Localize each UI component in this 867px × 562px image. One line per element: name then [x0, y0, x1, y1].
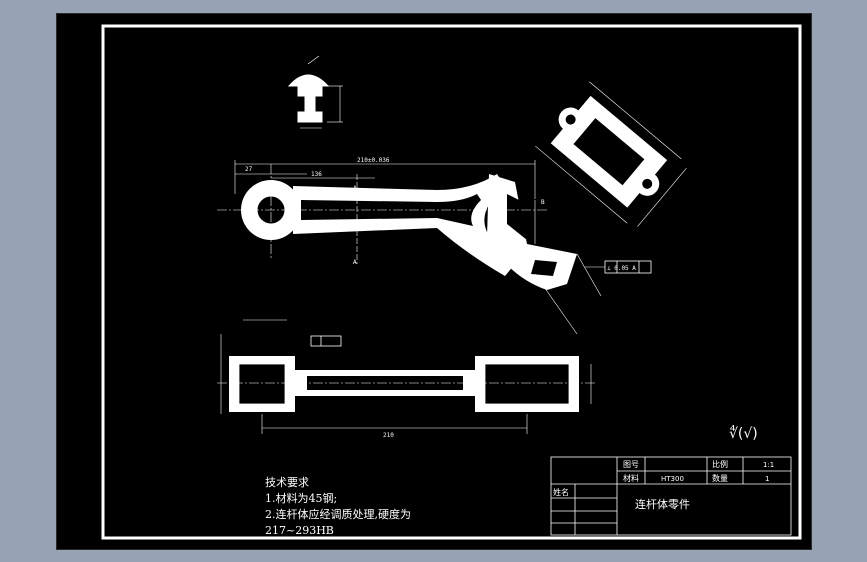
drawing-sheet: 210±0.036 27 136 A A B ⊥ 0.05 A Ø70.5 [56, 13, 812, 550]
auxiliary-view: Ø70.5 [535, 81, 687, 227]
dim-big-end-offset: 27 [245, 166, 253, 173]
section-label-a-bottom: A [353, 259, 357, 266]
section-label-a-top: A [353, 185, 357, 192]
drawing-border [101, 24, 802, 540]
dim-top-offset: 136 [311, 171, 322, 178]
tech-req-item-1: 1.材料为45钢; [265, 491, 337, 505]
tb-label-name: 姓名 [553, 487, 569, 497]
tech-req-item-3: 217~293HB [265, 524, 334, 537]
rod-plan-view: 210 [217, 319, 597, 439]
surface-finish-note: ∜(√) [729, 425, 758, 442]
rod-shank [293, 174, 515, 276]
tb-label-drawing-no: 图号 [623, 460, 639, 469]
datum-label-b: B [541, 199, 545, 206]
title-block [550, 456, 792, 536]
tb-material-value: HT300 [661, 475, 684, 483]
tb-scale-value: 1:1 [763, 461, 774, 469]
dim-main-span: 210±0.036 [357, 157, 390, 164]
tb-quantity-value: 1 [765, 475, 769, 483]
dim-bottom-length: 210 [383, 432, 394, 439]
tb-label-quantity: 数量 [712, 473, 728, 483]
tb-label-material: 材料 [623, 473, 639, 483]
technical-requirements: 技术要求 1.材料为45钢; 2.连杆体应经调质处理,硬度为 217~293HB [265, 476, 411, 537]
tb-label-scale: 比例 [712, 459, 728, 469]
perpendicularity-text: ⊥ 0.05 A [607, 265, 636, 272]
tech-req-item-2: 2.连杆体应经调质处理,硬度为 [265, 507, 411, 521]
section-detail [287, 55, 343, 129]
drawing-title: 连杆体零件 [635, 497, 690, 511]
rod-front-view: 210±0.036 27 136 A A B ⊥ 0.05 A [217, 157, 652, 335]
tech-req-heading: 技术要求 [265, 476, 309, 489]
cad-drawing: 210±0.036 27 136 A A B ⊥ 0.05 A Ø70.5 [101, 24, 802, 540]
